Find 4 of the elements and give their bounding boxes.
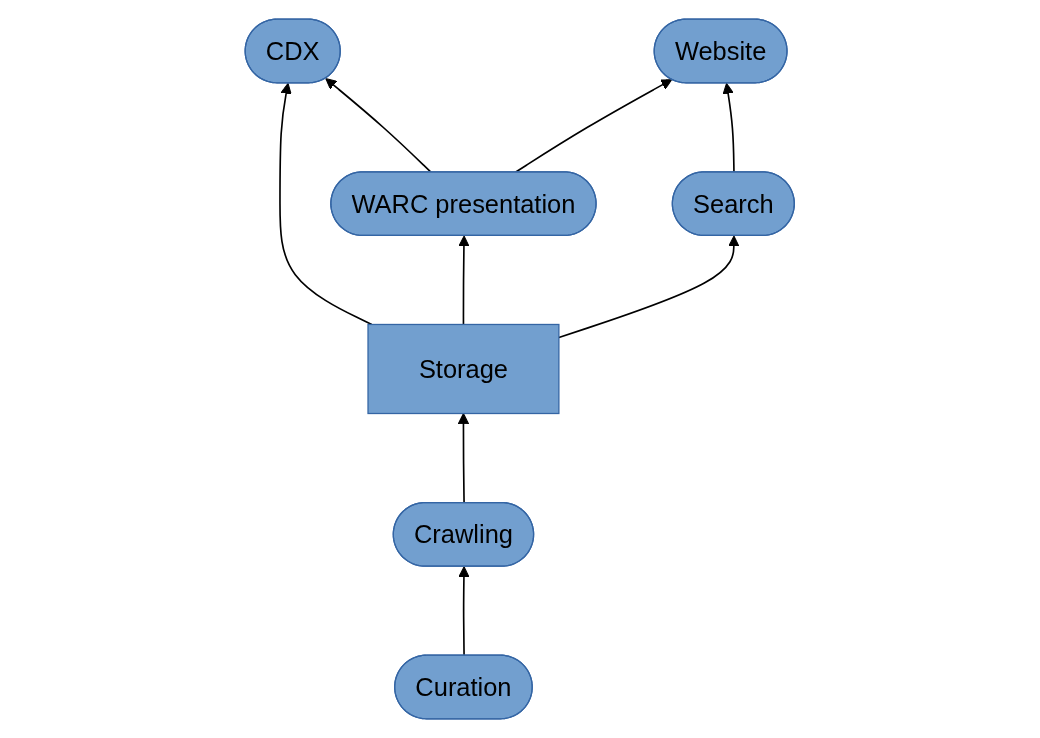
node-box: Storage — [367, 323, 560, 415]
arrow — [279, 82, 373, 326]
arrow — [458, 235, 470, 326]
arrow — [458, 566, 470, 657]
